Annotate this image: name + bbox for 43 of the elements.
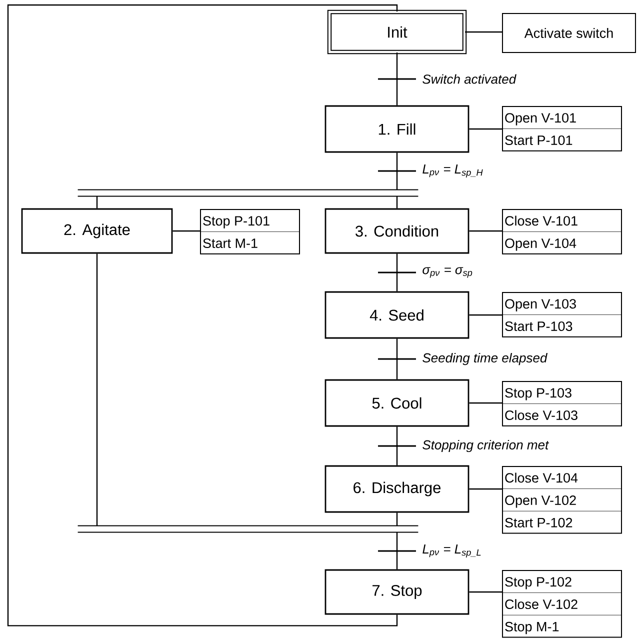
connector-line [469,488,502,490]
connector-line [396,512,398,526]
edge-label: Switch activated [422,74,516,84]
action-box: Open V-101 Start P-101 [502,106,622,152]
connector-line [469,591,502,593]
action-box: Open V-103 Start P-103 [502,292,622,338]
connector-line [469,314,502,316]
edge-label: Seeding time elapsed [422,352,548,366]
connector-line [396,426,398,466]
edge-label: L$_{pν}$ = L$_{sp_L}$ [422,544,481,558]
step-box: 7. Stop [324,569,470,615]
connector-line [396,338,398,380]
connector-line [172,230,200,232]
action-box: Stop P-101 Start M-1 [200,209,300,254]
connector-line [396,196,398,208]
step-box: 2. Agitate [21,208,173,254]
connector-line [469,128,502,130]
edge-label: Stopping criterion met [422,440,550,452]
connector-line [7,4,398,626]
action-box: Stop P-102 Close V-102 Stop M-1 [502,570,622,638]
initial-step-box: Init [327,10,467,54]
connector-line [96,254,98,526]
action-box: Activate switch [502,13,636,53]
action-box: Close V-104 Open V-102 Start P-102 [502,466,622,534]
connector-line [96,196,98,208]
edge-label: σ$_{pν}$ = σ$_{sp}$ [422,267,472,278]
connector-line [469,402,502,404]
connector-line [396,254,398,292]
step-box: 3. Condition [324,208,470,254]
connector-line [396,152,398,190]
step-box: 1. Fill [324,105,470,153]
synchronization-bar [77,189,419,197]
step-box: 6. Discharge [324,465,470,513]
action-box: Stop P-103 Close V-103 [502,381,622,426]
step-box: 4. Seed [324,291,470,339]
action-box: Close V-101 Open V-104 [502,209,622,254]
edge-label: L$_{pν}$ = L$_{sp_H}$ [422,164,483,178]
synchronization-bar [77,525,419,533]
connector-line [396,532,398,570]
connector-line [469,230,502,232]
connector-line [396,52,398,106]
step-box: 5. Cool [324,379,470,427]
connector-line [465,31,502,33]
